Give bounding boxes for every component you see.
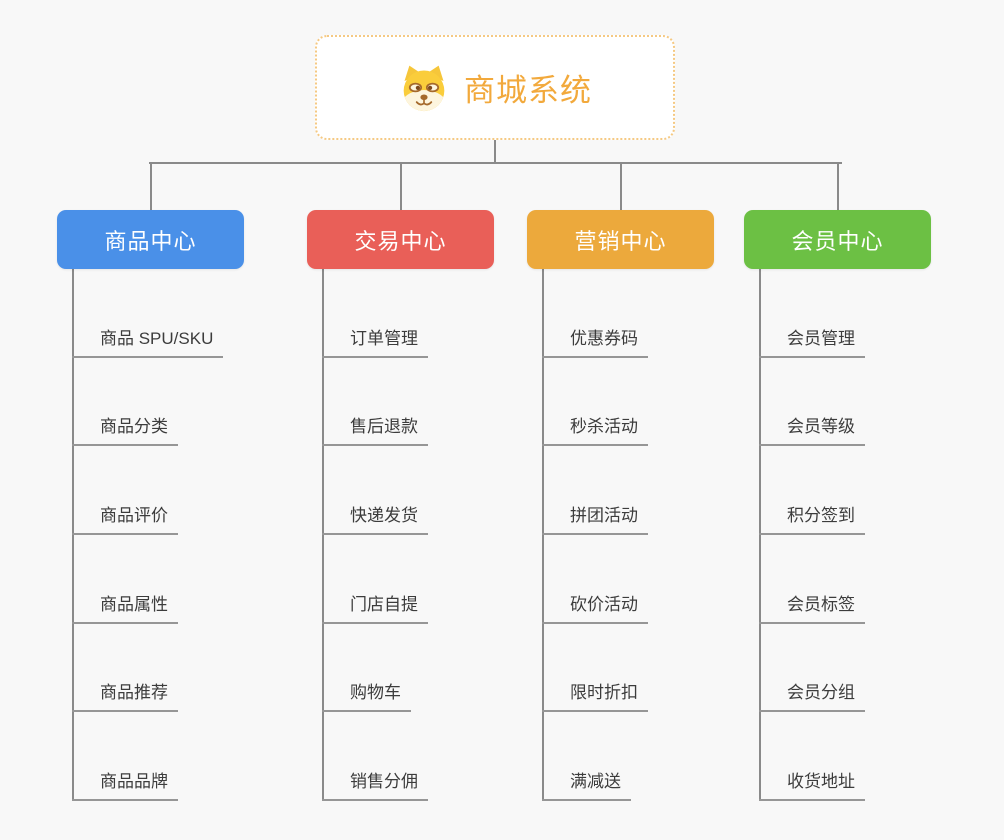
leaf-node[interactable]: 商品评价 [72, 499, 178, 535]
leaf-label: 门店自提 [350, 595, 418, 614]
leaf-label: 会员分组 [787, 683, 855, 702]
leaf-node[interactable]: 秒杀活动 [542, 410, 648, 446]
leaf-node[interactable]: 满减送 [542, 765, 631, 801]
leaf-node[interactable]: 砍价活动 [542, 588, 648, 624]
branch-label: 营销中心 [574, 228, 667, 254]
leaf-label: 订单管理 [350, 329, 418, 348]
branch-node-member-center[interactable]: 会员中心 [744, 210, 931, 269]
leaf-label: 会员标签 [787, 595, 855, 614]
leaf-label: 购物车 [350, 683, 401, 702]
leaf-node[interactable]: 商品分类 [72, 410, 178, 446]
leaf-label: 会员等级 [787, 417, 855, 436]
leaf-label: 商品推荐 [100, 683, 168, 702]
leaf-label: 售后退款 [350, 417, 418, 436]
leaf-label: 会员管理 [787, 329, 855, 348]
leaf-node[interactable]: 积分签到 [759, 499, 865, 535]
leaf-node[interactable]: 售后退款 [322, 410, 428, 446]
leaf-node[interactable]: 商品 SPU/SKU [72, 322, 224, 358]
leaf-node[interactable]: 收货地址 [759, 765, 865, 801]
leaf-label: 满减送 [570, 772, 621, 791]
leaf-label: 销售分佣 [350, 772, 418, 791]
connector-branch-bar [149, 162, 842, 164]
leaf-node[interactable]: 优惠券码 [542, 322, 648, 358]
connector-stub-trade-center [400, 162, 402, 210]
leaf-node[interactable]: 拼团活动 [542, 499, 648, 535]
connector-root-stem [494, 140, 496, 164]
branch-node-trade-center[interactable]: 交易中心 [307, 210, 494, 269]
leaf-node[interactable]: 会员分组 [759, 676, 865, 712]
leaf-node[interactable]: 会员标签 [759, 588, 865, 624]
branch-label: 交易中心 [354, 228, 447, 254]
branch-label: 会员中心 [791, 228, 884, 254]
leaf-node[interactable]: 商品品牌 [72, 765, 178, 801]
connector-stub-product-center [150, 162, 152, 210]
leaf-label: 快递发货 [350, 506, 418, 525]
root-node-mall-system[interactable]: 商城系统 [315, 35, 675, 140]
branch-node-marketing-center[interactable]: 营销中心 [527, 210, 714, 269]
root-node-title: 商城系统 [464, 73, 592, 108]
leaf-label: 秒杀活动 [570, 417, 638, 436]
leaf-label: 砍价活动 [570, 595, 638, 614]
doge-icon [398, 63, 450, 112]
leaf-label: 限时折扣 [570, 683, 638, 702]
leaf-node[interactable]: 商品属性 [72, 588, 178, 624]
leaf-node[interactable]: 订单管理 [322, 322, 428, 358]
leaf-node[interactable]: 会员管理 [759, 322, 865, 358]
branch-node-product-center[interactable]: 商品中心 [57, 210, 244, 269]
leaf-label: 收货地址 [787, 772, 855, 791]
leaf-node[interactable]: 购物车 [322, 676, 411, 712]
leaf-node[interactable]: 限时折扣 [542, 676, 648, 712]
leaf-node[interactable]: 会员等级 [759, 410, 865, 446]
leaf-label: 积分签到 [787, 506, 855, 525]
leaf-label: 商品分类 [100, 417, 168, 436]
leaf-node[interactable]: 销售分佣 [322, 765, 428, 801]
leaf-label: 商品品牌 [100, 772, 168, 791]
leaf-label: 拼团活动 [570, 506, 638, 525]
leaf-node[interactable]: 门店自提 [322, 588, 428, 624]
leaf-label: 商品属性 [100, 595, 168, 614]
leaf-label: 商品 SPU/SKU [100, 329, 214, 348]
connector-stub-marketing-center [620, 162, 622, 210]
leaf-node[interactable]: 商品推荐 [72, 676, 178, 712]
connector-stub-member-center [837, 162, 839, 210]
branch-label: 商品中心 [104, 228, 197, 254]
leaf-node[interactable]: 快递发货 [322, 499, 428, 535]
leaf-label: 优惠券码 [570, 329, 638, 348]
leaf-label: 商品评价 [100, 506, 168, 525]
